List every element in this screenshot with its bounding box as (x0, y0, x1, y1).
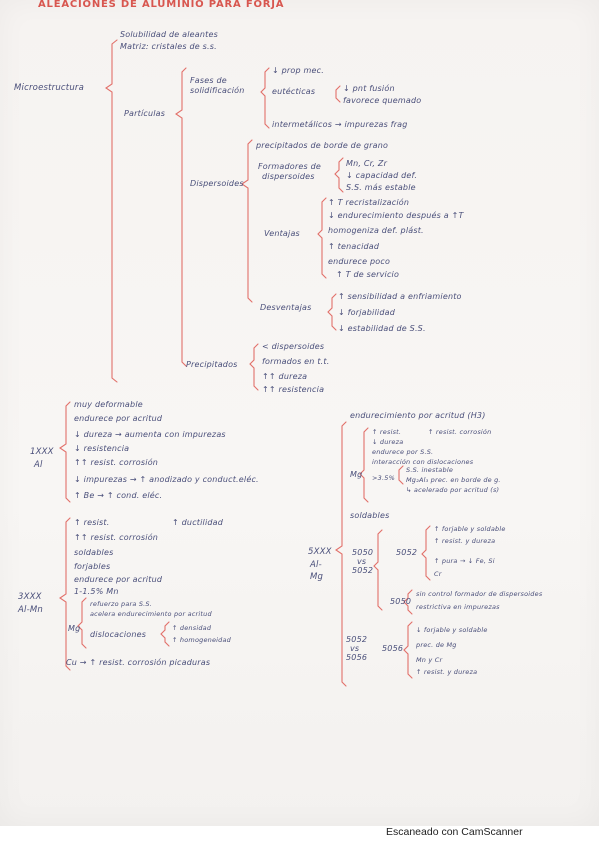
5050-label: 5050 (390, 597, 412, 606)
list-item: 1-1.5% Mn (74, 587, 119, 596)
cmp-label: 5052 (346, 635, 368, 644)
list-item: restrictiva en impurezas (416, 603, 500, 611)
list-item: ↓ prop mec. (272, 66, 324, 75)
list-item: precipitados de borde de grano (256, 141, 389, 150)
microestructura-brackets (105, 39, 344, 391)
list-item: soldables (74, 548, 114, 557)
list-item: ↑ resist. (74, 518, 110, 527)
camscanner-footer: Escaneado con CamScanner (386, 826, 523, 838)
list-item: eutécticas (272, 87, 316, 96)
list-item: endurecimiento por acritud (H3) (350, 411, 486, 420)
list-item: ↓ forjable y soldable (416, 626, 488, 634)
5xxx-label: 5XXX (308, 547, 332, 557)
list-item: ↑ resist. (372, 428, 402, 436)
list-item: sin control formador de dispersoides (416, 590, 543, 598)
ventajas-label: Ventajas (264, 229, 300, 238)
list-item: ↑ densidad (172, 624, 212, 632)
list-item: < dispersoides (262, 342, 325, 351)
mg-label: Mg (68, 624, 81, 633)
list-item: endurece por S.S. (372, 448, 434, 456)
cmp-label: 5052 (352, 566, 374, 575)
precipitados-label: Precipitados (186, 360, 238, 369)
scanned-page: ALEACIONES DE ALUMINIO PARA FORJA Microe… (0, 0, 599, 826)
5052-label: 5052 (396, 548, 418, 557)
microestructura-label: Microestructura (14, 83, 85, 93)
list-item: Solubilidad de aleantes (120, 30, 219, 39)
mg-label: Mg (350, 470, 363, 479)
list-item: ↑ T de servicio (336, 270, 400, 279)
list-item: ↳ acelerado por acritud (s) (406, 486, 500, 494)
list-item: ↑ resist. y dureza (434, 537, 496, 545)
5056-label: 5056 (382, 644, 404, 653)
list-item: Mn, Cr, Zr (346, 159, 388, 168)
cmp-label: vs (350, 644, 360, 653)
dispersoides-label: Dispersoides (190, 179, 244, 188)
list-item: ↑ tenacidad (328, 242, 380, 251)
list-item: ↓ endurecimiento después a ↑T (328, 211, 464, 220)
list-item: endurece por acritud (74, 414, 163, 423)
list-item: ↓ forjabilidad (338, 308, 395, 317)
list-item: ↓ dureza → aumenta con impurezas (74, 430, 226, 439)
list-item: ↑ sensibilidad a enfriamiento (338, 292, 462, 301)
list-item: >3.5% (372, 474, 395, 482)
particulas-label: Partículas (124, 109, 166, 118)
list-item: favorece quemado (343, 96, 422, 105)
list-item: ↑↑ resist. corrosión (74, 533, 159, 542)
list-item: Cr (434, 570, 442, 578)
list-item: Mg₂Al₃ prec. en borde de g. (406, 476, 501, 484)
list-item: ↓ impurezas → ↑ anodizado y conduct.eléc… (74, 475, 259, 484)
formadores-label: dispersoides (262, 172, 315, 181)
list-item: ↑ T recristalización (328, 198, 410, 207)
list-item: ↑↑ dureza (262, 372, 308, 381)
list-item: intermetálicos → impurezas frag (272, 120, 408, 129)
list-item: forjables (74, 562, 111, 571)
fases-label: solidificación (190, 86, 245, 95)
list-item: Mn y Cr (416, 656, 443, 664)
1xxx-label: Al (34, 460, 43, 470)
list-item: ↑ forjable y soldable (434, 525, 506, 533)
list-item: ↓ dureza (372, 438, 404, 446)
list-item: endurece poco (328, 257, 391, 266)
list-item: S.S. más estable (346, 183, 416, 192)
cmp-label: vs (357, 557, 367, 566)
list-item: ↑↑ resist. corrosión (74, 458, 159, 467)
list-item: Matriz: cristales de s.s. (120, 42, 217, 51)
3xxx-label: 3XXX (18, 592, 42, 602)
list-item: ↑ resist. y dureza (416, 668, 478, 676)
list-item: ↑↑ resistencia (262, 385, 325, 394)
list-item: ↑ Be → ↑ cond. eléc. (74, 491, 163, 500)
page-title: ALEACIONES DE ALUMINIO PARA FORJA (38, 0, 285, 10)
5xxx-brackets (335, 421, 431, 687)
formadores-label: Formadores de (258, 162, 321, 171)
5xxx-label: Mg (310, 572, 324, 582)
list-item: ↑ resist. corrosión (428, 428, 492, 436)
left-series-brackets (59, 401, 170, 671)
list-item: S.S. inestable (406, 466, 454, 474)
soldables-label: soldables (350, 511, 390, 520)
cmp-label: 5056 (346, 653, 368, 662)
desventajas-label: Desventajas (260, 303, 312, 312)
list-item: ↓ resistencia (74, 444, 130, 453)
list-item: prec. de Mg (416, 641, 457, 649)
1xxx-label: 1XXX (30, 447, 54, 457)
list-item: ↑ ductilidad (172, 518, 224, 527)
5xxx-label: Al- (310, 560, 322, 570)
list-item: ↓ capacidad def. (346, 171, 418, 180)
list-item: acelera endurecimiento por acritud (90, 610, 212, 618)
cmp-label: 5050 (352, 548, 374, 557)
list-item: interacción con dislocaciones (372, 458, 474, 466)
list-item: muy deformable (74, 400, 143, 409)
list-item: Cu → ↑ resist. corrosión picaduras (66, 658, 211, 667)
list-item: refuerzo para S.S. (90, 600, 153, 608)
fases-label: Fases de (190, 76, 227, 85)
list-item: ↑ homogeneidad (172, 636, 232, 644)
list-item: ↓ pnt fusión (343, 84, 395, 93)
list-item: dislocaciones (90, 630, 147, 639)
3xxx-label: Al-Mn (18, 605, 43, 615)
list-item: ↑ pura → ↓ Fe, Si (434, 557, 495, 565)
list-item: endurece por acritud (74, 575, 163, 584)
list-item: homogeniza def. plást. (328, 226, 424, 235)
list-item: formados en t.t. (262, 357, 330, 366)
list-item: ↓ estabilidad de S.S. (338, 324, 426, 333)
